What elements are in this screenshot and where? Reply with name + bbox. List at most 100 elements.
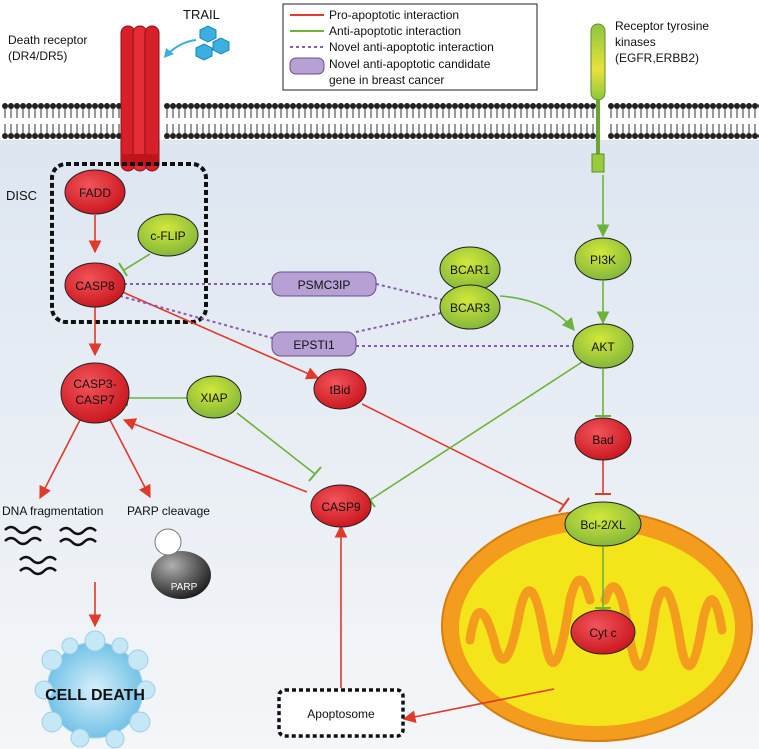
xiap-inhibits-casp9-bar xyxy=(308,466,322,482)
lipid-head xyxy=(284,133,290,139)
lipid-head xyxy=(218,103,224,109)
cflip-node[interactable]: c-FLIP xyxy=(137,213,199,257)
lipid-head xyxy=(62,103,68,109)
casp3-to-dna-arrow xyxy=(39,419,81,500)
lipid-head xyxy=(350,133,356,139)
lipid-head xyxy=(524,103,530,109)
lipid-head xyxy=(680,133,686,139)
bad-node[interactable]: Bad xyxy=(574,417,632,461)
lipid-head xyxy=(464,133,470,139)
lipid-head xyxy=(302,103,308,109)
lipid-head xyxy=(230,103,236,109)
death-receptor-icon xyxy=(120,25,160,172)
lipid-head xyxy=(212,133,218,139)
lipid-head xyxy=(698,103,704,109)
lipid-head xyxy=(506,133,512,139)
lipid-head xyxy=(434,133,440,139)
lipid-head xyxy=(458,133,464,139)
lipid-head xyxy=(68,133,74,139)
cflip-inhibits-casp8 xyxy=(123,253,151,271)
lipid-head xyxy=(680,103,686,109)
casp3-casp7-node[interactable]: CASP3- CASP7 xyxy=(60,362,130,424)
lipid-head xyxy=(284,103,290,109)
lipid-head xyxy=(188,103,194,109)
lipid-head xyxy=(338,103,344,109)
legend-gene-label: Novel anti-apoptotic candidate xyxy=(329,57,491,71)
lipid-head xyxy=(566,103,572,109)
casp9-node[interactable]: CASP9 xyxy=(310,484,372,528)
lipid-head xyxy=(548,133,554,139)
lipid-head xyxy=(716,133,722,139)
bcar3-node[interactable]: BCAR3 xyxy=(439,284,501,330)
lipid-head xyxy=(260,103,266,109)
lipid-head xyxy=(44,103,50,109)
lipid-head xyxy=(734,133,740,139)
lipid-head xyxy=(704,133,710,139)
bcar3-label: BCAR3 xyxy=(450,301,490,315)
lipid-head xyxy=(20,133,26,139)
rtk-label-line1: Receptor tyrosine xyxy=(615,19,709,33)
lipid-head xyxy=(260,133,266,139)
lipid-head xyxy=(230,133,236,139)
apoptosome-box[interactable] xyxy=(277,688,405,738)
lipid-head xyxy=(386,133,392,139)
lipid-head xyxy=(296,133,302,139)
lipid-head xyxy=(350,103,356,109)
casp8-node[interactable]: CASP8 xyxy=(64,262,126,308)
akt-node[interactable]: AKT xyxy=(572,323,634,369)
tbid-node[interactable]: tBid xyxy=(313,368,367,410)
psmc3ip-node[interactable]: PSMC3IP xyxy=(271,271,377,297)
lipid-head xyxy=(38,133,44,139)
lipid-head xyxy=(632,133,638,139)
xiap-node[interactable]: XIAP xyxy=(186,375,242,419)
lipid-head xyxy=(494,133,500,139)
lipid-head xyxy=(614,103,620,109)
lipid-head xyxy=(224,133,230,139)
lipid-head xyxy=(674,103,680,109)
pi3k-node[interactable]: PI3K xyxy=(574,237,632,281)
lipid-head xyxy=(728,103,734,109)
lipid-head xyxy=(518,133,524,139)
lipid-head xyxy=(80,103,86,109)
casp3-label: CASP3- xyxy=(73,377,116,391)
lipid-head xyxy=(26,103,32,109)
lipid-head xyxy=(620,103,626,109)
bcar1-node[interactable]: BCAR1 xyxy=(439,246,501,292)
lipid-head xyxy=(548,103,554,109)
fadd-node[interactable]: FADD xyxy=(64,169,126,215)
lipid-head xyxy=(506,103,512,109)
bcl2-node[interactable]: Bcl-2/XL xyxy=(564,501,642,547)
bcar3-to-akt-arrow xyxy=(499,295,575,331)
psmc3ip-label: PSMC3IP xyxy=(298,278,351,292)
lipid-head xyxy=(176,133,182,139)
lipid-head xyxy=(530,133,536,139)
lipid-head xyxy=(554,133,560,139)
dna-fragmentation-label: DNA fragmentation xyxy=(2,504,103,518)
lipid-head xyxy=(470,103,476,109)
legend-gene-label-line2: gene in breast cancer xyxy=(329,73,444,87)
rtk-label-line2: kinases xyxy=(615,35,656,49)
lipid-head xyxy=(74,133,80,139)
lipid-head xyxy=(92,133,98,139)
lipid-head xyxy=(170,103,176,109)
casp9-to-casp3-arrow xyxy=(122,418,308,493)
lipid-head xyxy=(566,133,572,139)
cytc-node[interactable]: Cyt c xyxy=(570,609,636,655)
lipid-head xyxy=(164,133,170,139)
bcl2-label: Bcl-2/XL xyxy=(580,518,626,532)
lipid-head xyxy=(722,103,728,109)
epsti1-node[interactable]: EPSTI1 xyxy=(271,331,357,357)
lipid-head xyxy=(404,133,410,139)
lipid-head xyxy=(326,133,332,139)
lipid-head xyxy=(422,103,428,109)
lipid-head xyxy=(176,103,182,109)
lipid-head xyxy=(494,103,500,109)
lipid-head xyxy=(476,133,482,139)
death-receptor-subtitle: (DR4/DR5) xyxy=(8,49,67,63)
lipid-head xyxy=(422,133,428,139)
lipid-head xyxy=(32,103,38,109)
lipid-head xyxy=(302,133,308,139)
lipid-head xyxy=(392,133,398,139)
lipid-head xyxy=(374,133,380,139)
lipid-head xyxy=(386,103,392,109)
